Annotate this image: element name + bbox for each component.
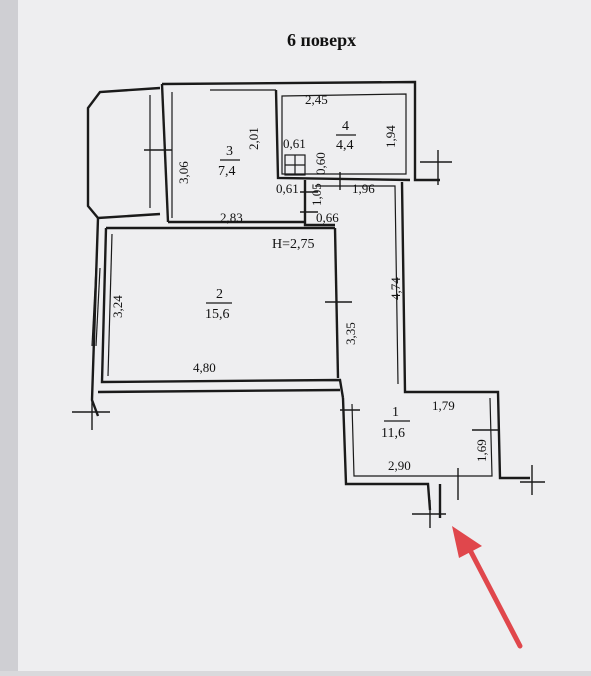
room4-walls: [274, 89, 411, 182]
page-title: 6 поверх: [287, 30, 356, 50]
dim-0-61-top: 0,61: [283, 136, 306, 151]
corridor-inner: [315, 185, 399, 385]
dim-2-01: 2,01: [246, 127, 261, 150]
dim-3-35: 3,35: [343, 322, 358, 345]
dim-1-79: 1,79: [432, 398, 455, 413]
room-2-area: 15,6: [205, 307, 230, 322]
room-4-area: 4,4: [336, 138, 354, 153]
dim-1-69: 1,69: [474, 439, 489, 462]
dim-4-74: 4,74: [388, 277, 403, 300]
dim-0-60: 0,60: [313, 152, 328, 175]
room2-left-bottom: [100, 227, 345, 399]
dim-2-90: 2,90: [388, 458, 411, 473]
corridor-left-wall: [303, 180, 335, 227]
room-3-area: 7,4: [218, 164, 236, 179]
outer-bottom-left: [97, 388, 341, 394]
dim-1-05: 1,05: [309, 183, 324, 206]
room3-left-wall: [160, 83, 170, 223]
dim-1-94: 1,94: [383, 125, 398, 148]
room-4-number: 4: [342, 119, 349, 134]
room-1-number: 1: [392, 405, 399, 420]
dimension-ticks: [72, 149, 545, 528]
dim-0-66: 0,66: [316, 210, 339, 225]
outer-top-wall: [161, 80, 440, 182]
room-1-area: 11,6: [381, 426, 405, 441]
dim-4-80: 4,80: [193, 360, 216, 375]
room2-inner-left: [107, 233, 113, 377]
room1-inner: [351, 397, 493, 477]
dim-3-06: 3,06: [176, 161, 191, 184]
room-3-number: 3: [226, 144, 233, 159]
window-room2-b: [95, 267, 101, 347]
dim-3-24: 3,24: [110, 295, 125, 318]
balcony-outline: [86, 86, 161, 220]
dim-0-61-bottom: 0,61: [276, 181, 299, 196]
room2-right-wall: [333, 227, 340, 379]
corridor-right-wall: [400, 181, 530, 480]
dim-2-83: 2,83: [220, 210, 243, 225]
room1-bottom-wall: [341, 397, 432, 511]
dim-2-45: 2,45: [305, 92, 328, 107]
entrance-arrow-icon: [452, 526, 523, 649]
dim-1-96: 1,96: [352, 181, 375, 196]
room-2-number: 2: [216, 287, 223, 302]
room4-inner: [281, 93, 407, 175]
paper-sheet: [18, 0, 591, 671]
ceiling-height: H=2,75: [272, 237, 315, 252]
